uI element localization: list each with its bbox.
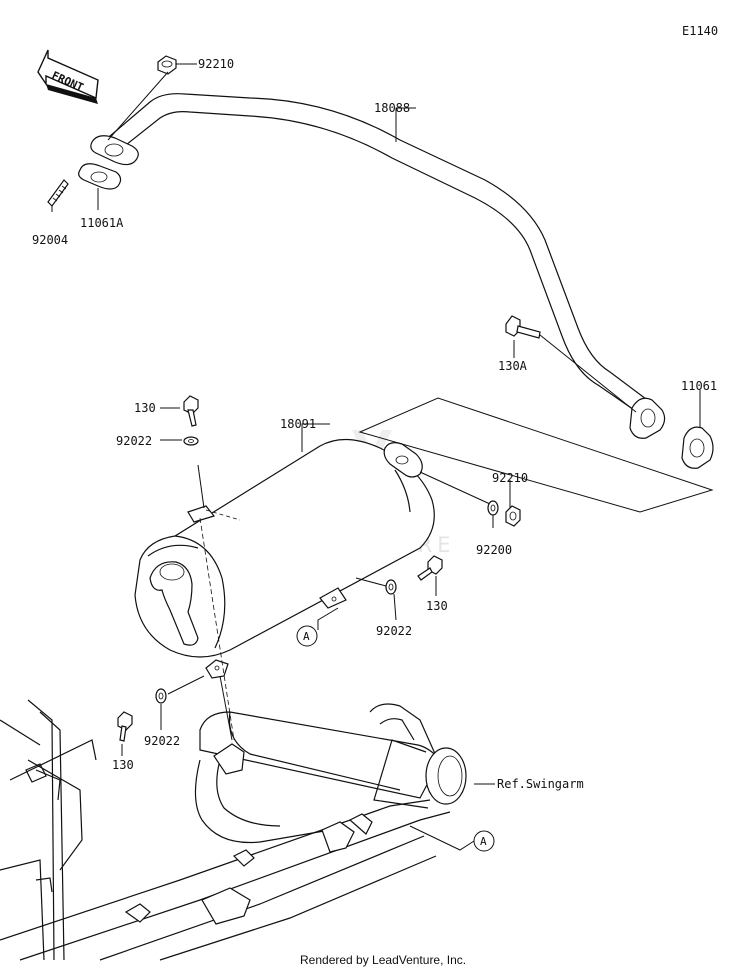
- ref-a-upper-marker: A: [296, 625, 318, 647]
- callout-130a: 130A: [498, 359, 528, 373]
- nut-92210-right: [505, 505, 521, 527]
- leader-lines: [51, 63, 701, 851]
- callout-92210-right: 92210: [492, 471, 528, 485]
- callout-92022-low: 92022: [144, 734, 180, 748]
- callout-130-low: 130: [112, 758, 134, 772]
- bolt-130-mid: [417, 555, 443, 581]
- ref-a-upper-label: A: [303, 630, 310, 643]
- callout-ref-swingarm: Ref.Swingarm: [497, 777, 584, 791]
- washer-92022-mid: [385, 579, 397, 595]
- callout-92022-top: 92022: [116, 434, 152, 448]
- callout-18088: 18088: [374, 101, 410, 115]
- callout-92210-top: 92210: [198, 57, 234, 71]
- callout-11061: 11061: [681, 379, 717, 393]
- muffler-18091: [134, 438, 435, 679]
- callout-92022-mid: 92022: [376, 624, 412, 638]
- callout-92004: 92004: [32, 233, 68, 247]
- ref-a-lower-marker: A: [473, 830, 495, 852]
- bolt-130-top: [183, 395, 199, 427]
- nut-92210-top: [157, 55, 177, 75]
- frame-swingarm: [0, 699, 467, 961]
- washer-92022-top: [183, 436, 199, 446]
- ref-a-lower-label: A: [480, 835, 487, 848]
- credit-text: Rendered by LeadVenture, Inc.: [300, 953, 466, 967]
- callout-11061a: 11061A: [80, 216, 124, 230]
- exhaust-pipe-18088: [90, 93, 666, 439]
- washer-92022-low: [155, 688, 167, 704]
- stud-92004: [47, 179, 69, 207]
- gasket-11061a: [78, 163, 122, 190]
- diagram-code: E1140: [682, 24, 718, 38]
- callout-130-top: 130: [134, 401, 156, 415]
- collar-92200: [487, 500, 499, 516]
- bolt-130-low: [117, 711, 133, 742]
- front-arrow-icon: FRONT: [37, 49, 99, 104]
- callout-130-mid: 130: [426, 599, 448, 613]
- bolt-130a: [505, 315, 541, 339]
- gasket-11061: [681, 426, 714, 469]
- callout-18091: 18091: [280, 417, 316, 431]
- callout-92200: 92200: [476, 543, 512, 557]
